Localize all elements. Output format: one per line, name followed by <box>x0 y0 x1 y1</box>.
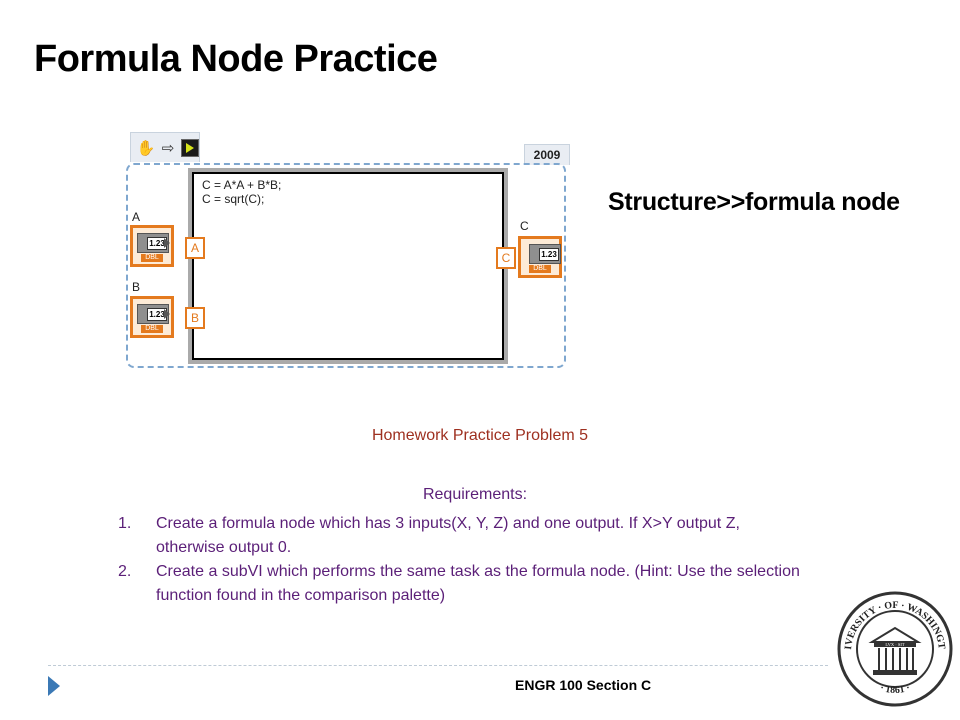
homework-title: Homework Practice Problem 5 <box>371 427 589 444</box>
input-b-control[interactable]: 1.23 DBL <box>130 296 174 338</box>
diagram-toolbar: ✋ ⇨ <box>130 132 200 162</box>
output-c-label: C <box>520 219 529 233</box>
numeric-icon: 1.23 <box>137 304 169 324</box>
input-b-label: B <box>132 280 141 294</box>
input-a-terminal[interactable]: A <box>185 237 205 259</box>
diagram-frame <box>126 163 566 368</box>
list-item: 1. Create a formula node which has 3 inp… <box>118 515 740 556</box>
input-a-control[interactable]: 1.23 DBL <box>130 225 174 267</box>
formula-text[interactable]: C = A*A + B*B; C = sqrt(C); <box>192 172 504 360</box>
university-seal-logo: UNIVERSITY · OF · WASHINGTON · 1861 · LV… <box>836 590 953 707</box>
requirements-label: Requirements: <box>422 486 528 503</box>
numeric-icon: 1.23 <box>529 244 561 264</box>
input-a-label: A <box>132 210 141 224</box>
footer-divider <box>48 665 828 666</box>
output-arrow-icon <box>164 238 170 248</box>
labview-block-diagram: ✋ ⇨ 2009 C = A*A + B*B; C = sqrt(C); A 1… <box>122 130 570 372</box>
svg-text:· 1861 ·: · 1861 · <box>878 683 911 696</box>
input-b-terminal[interactable]: B <box>185 307 205 329</box>
list-item: 2. Create a subVI which performs the sam… <box>118 563 800 604</box>
output-c-indicator[interactable]: 1.23 DBL <box>518 236 562 278</box>
formula-line: C = A*A + B*B; <box>202 178 282 192</box>
structure-hint: Structure>>formula node <box>608 188 900 216</box>
numeric-icon: 1.23 <box>137 233 169 253</box>
hand-icon[interactable]: ✋ <box>136 139 156 157</box>
footer-arrow-icon <box>48 676 60 696</box>
footer-course-label: ENGR 100 Section C <box>515 677 652 693</box>
requirements-list: 1. Create a formula node which has 3 inp… <box>118 512 808 608</box>
output-c-terminal[interactable]: C <box>496 247 516 269</box>
arrow-right-icon[interactable]: ⇨ <box>161 139 175 157</box>
slide-title: Formula Node Practice <box>34 38 438 80</box>
svg-text:LVX · SIT: LVX · SIT <box>885 642 905 647</box>
output-arrow-icon <box>164 309 170 319</box>
formula-line: C = sqrt(C); <box>202 192 265 206</box>
version-label: 2009 <box>524 144 570 165</box>
run-icon[interactable] <box>181 138 199 157</box>
formula-node[interactable]: C = A*A + B*B; C = sqrt(C); <box>188 168 508 364</box>
